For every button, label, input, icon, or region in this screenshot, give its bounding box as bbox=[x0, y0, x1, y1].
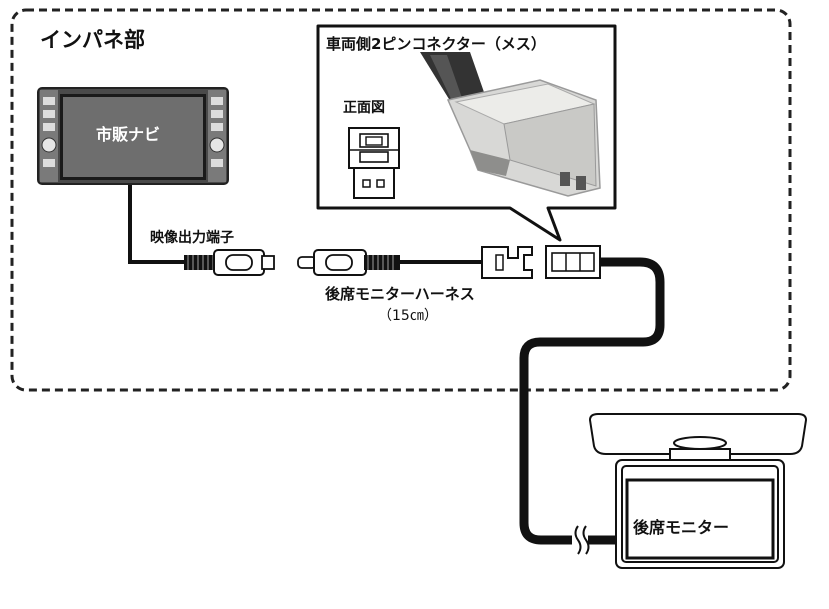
rca-plug-icon bbox=[297, 249, 400, 276]
vehicle-cable bbox=[519, 257, 665, 545]
video-output-label: 映像出力端子 bbox=[150, 230, 234, 246]
connector-front-view-icon bbox=[348, 127, 400, 199]
harness-length: （15㎝） bbox=[378, 308, 438, 324]
instrument-panel-area bbox=[10, 8, 792, 392]
harness-name: 後席モニターハーネス bbox=[325, 285, 475, 303]
2pin-connector-icon bbox=[420, 52, 601, 197]
navi-cable bbox=[128, 183, 186, 264]
instrument-panel-label: インパネ部 bbox=[40, 28, 145, 52]
rca-jack-icon bbox=[184, 249, 275, 276]
ceiling-monitor-icon bbox=[588, 413, 808, 569]
connector-title: 車両側2ピンコネクター（メス） bbox=[326, 35, 546, 53]
front-view-label: 正面図 bbox=[343, 100, 385, 116]
rear-monitor-label: 後席モニター bbox=[633, 518, 730, 537]
vehicle-2pin-female-connector bbox=[545, 245, 601, 279]
cable-break-icon bbox=[572, 525, 590, 555]
harness-2pin-male-connector bbox=[481, 246, 533, 279]
navi-unit-icon bbox=[37, 87, 229, 185]
navi-label: 市販ナビ bbox=[96, 125, 161, 144]
